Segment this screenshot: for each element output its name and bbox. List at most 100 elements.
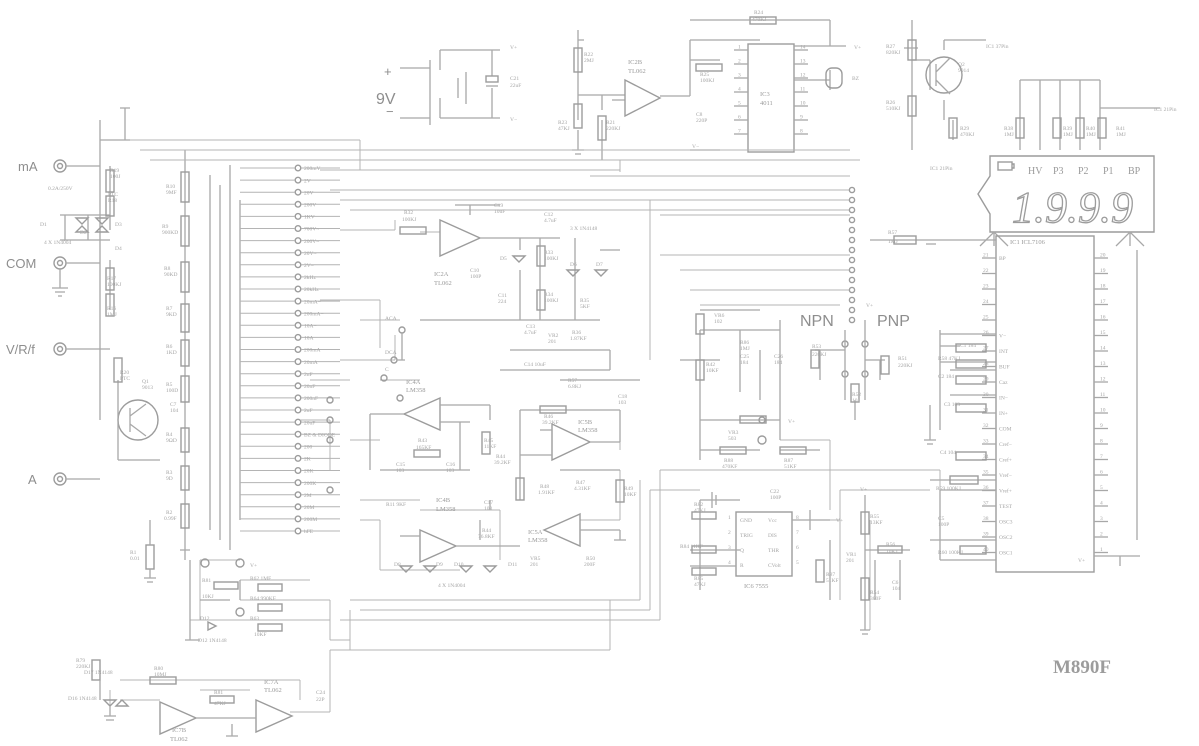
range-contact[interactable]	[294, 394, 302, 402]
terminal-ma[interactable]	[53, 159, 67, 173]
switch-contact[interactable]	[848, 286, 856, 294]
range-contact[interactable]	[294, 418, 302, 426]
switch-contact[interactable]	[848, 186, 856, 194]
svg-text:C17: C17	[484, 500, 493, 506]
svg-text:R64 990KF: R64 990KF	[250, 596, 276, 602]
switch-contact[interactable]	[848, 206, 856, 214]
ic1-label: IC1 ICL7106	[1010, 239, 1046, 246]
switch-contact[interactable]	[848, 256, 856, 264]
range-contact[interactable]	[294, 261, 302, 269]
svg-text:1MJ: 1MJ	[1004, 132, 1015, 138]
range-contact[interactable]	[294, 454, 302, 462]
switch-contact[interactable]	[758, 416, 766, 424]
svg-text:R88: R88	[724, 458, 733, 464]
lcd-flag: BP	[1128, 166, 1141, 177]
range-contact[interactable]	[294, 406, 302, 414]
switch-contact[interactable]	[326, 436, 334, 444]
svg-text:1.91KF: 1.91KF	[538, 490, 555, 496]
svg-text:9ΩD: 9ΩD	[166, 438, 177, 444]
ic1-pin-name: Cref−	[999, 441, 1012, 448]
range-contact[interactable]	[294, 430, 302, 438]
svg-text:R79: R79	[76, 658, 85, 664]
svg-text:103: 103	[484, 506, 493, 512]
range-contact[interactable]	[294, 164, 302, 172]
range-contact[interactable]	[294, 188, 302, 196]
range-contact[interactable]	[294, 237, 302, 245]
svg-text:C6: C6	[892, 580, 899, 586]
range-contact[interactable]	[294, 370, 302, 378]
ic1-pin-number: 37	[983, 501, 989, 507]
ic1-pin-name: OSC3	[999, 520, 1013, 526]
range-contact[interactable]	[294, 527, 302, 535]
svg-text:R41: R41	[1116, 126, 1125, 132]
range-contact[interactable]	[294, 491, 302, 499]
switch-contact[interactable]	[326, 486, 334, 494]
svg-text:D3: D3	[115, 222, 122, 228]
svg-text:R32: R32	[404, 210, 413, 216]
switch-contact[interactable]	[848, 236, 856, 244]
range-contact[interactable]	[294, 358, 302, 366]
switch-contact[interactable]	[848, 316, 856, 324]
ic1-pin-number: 16	[1100, 315, 1106, 321]
range-contact[interactable]	[294, 200, 302, 208]
range-contact[interactable]	[294, 479, 302, 487]
range-contact[interactable]	[294, 309, 302, 317]
svg-text:100KJ: 100KJ	[544, 256, 559, 262]
range-contact[interactable]	[294, 467, 302, 475]
switch-contact[interactable]	[848, 246, 856, 254]
switch-contact[interactable]	[326, 416, 334, 424]
switch-contact[interactable]	[848, 196, 856, 204]
range-contact[interactable]	[294, 503, 302, 511]
range-contact[interactable]	[294, 249, 302, 257]
svg-text:BZ: BZ	[852, 76, 860, 82]
svg-text:R34: R34	[544, 292, 553, 298]
range-contact[interactable]	[294, 285, 302, 293]
range-contact[interactable]	[294, 442, 302, 450]
range-contact[interactable]	[294, 333, 302, 341]
range-contact[interactable]	[294, 297, 302, 305]
svg-text:C12: C12	[544, 212, 553, 218]
svg-text:D12 1N4148: D12 1N4148	[198, 638, 227, 644]
svg-text:R6: R6	[166, 344, 173, 350]
range-label: 200nF	[304, 396, 318, 402]
ic1-pin-number: 2	[1100, 532, 1103, 538]
range-contact[interactable]	[294, 224, 302, 232]
svg-text:200F: 200F	[584, 562, 595, 568]
range-contact[interactable]	[294, 273, 302, 281]
range-contact[interactable]	[294, 176, 302, 184]
svg-text:184: 184	[774, 360, 783, 366]
range-contact[interactable]	[294, 515, 302, 523]
switch-contact[interactable]	[848, 306, 856, 314]
switch-contact[interactable]	[848, 266, 856, 274]
svg-text:D10: D10	[454, 562, 464, 568]
svg-text:R82: R82	[694, 502, 703, 508]
range-switch[interactable]: 200mV2V20V200V1KV700V~200V~20V~2V~2kHz20…	[209, 164, 340, 550]
switch-contact[interactable]	[848, 216, 856, 224]
switch-contact[interactable]	[848, 226, 856, 234]
switch-contact[interactable]	[848, 276, 856, 284]
svg-text:IC2B: IC2B	[628, 59, 643, 66]
svg-text:C4 104: C4 104	[940, 450, 956, 456]
range-label: hFE	[304, 529, 314, 535]
svg-text:R51: R51	[898, 356, 907, 362]
svg-text:10KJ: 10KJ	[202, 594, 214, 600]
range-contact[interactable]	[294, 212, 302, 220]
range-contact[interactable]	[294, 346, 302, 354]
terminal-a[interactable]	[53, 472, 67, 486]
switch-contact[interactable]	[326, 396, 334, 404]
input-label-com: COM	[6, 256, 36, 271]
svg-text:IC5A: IC5A	[528, 529, 543, 536]
range-contact[interactable]	[294, 321, 302, 329]
svg-text:LM358: LM358	[406, 387, 426, 394]
terminal-vrf[interactable]	[53, 342, 67, 356]
svg-text:10KJ: 10KJ	[886, 549, 898, 555]
terminal-com[interactable]	[53, 256, 67, 270]
switch-contact[interactable]	[848, 296, 856, 304]
ic1-pin-number: 26	[983, 330, 989, 336]
switch-contact[interactable]	[396, 394, 404, 402]
range-contact[interactable]	[294, 382, 302, 390]
battery-section: 9V + − V+ V− C21 22uF	[376, 45, 521, 125]
svg-text:900KD: 900KD	[162, 230, 178, 236]
